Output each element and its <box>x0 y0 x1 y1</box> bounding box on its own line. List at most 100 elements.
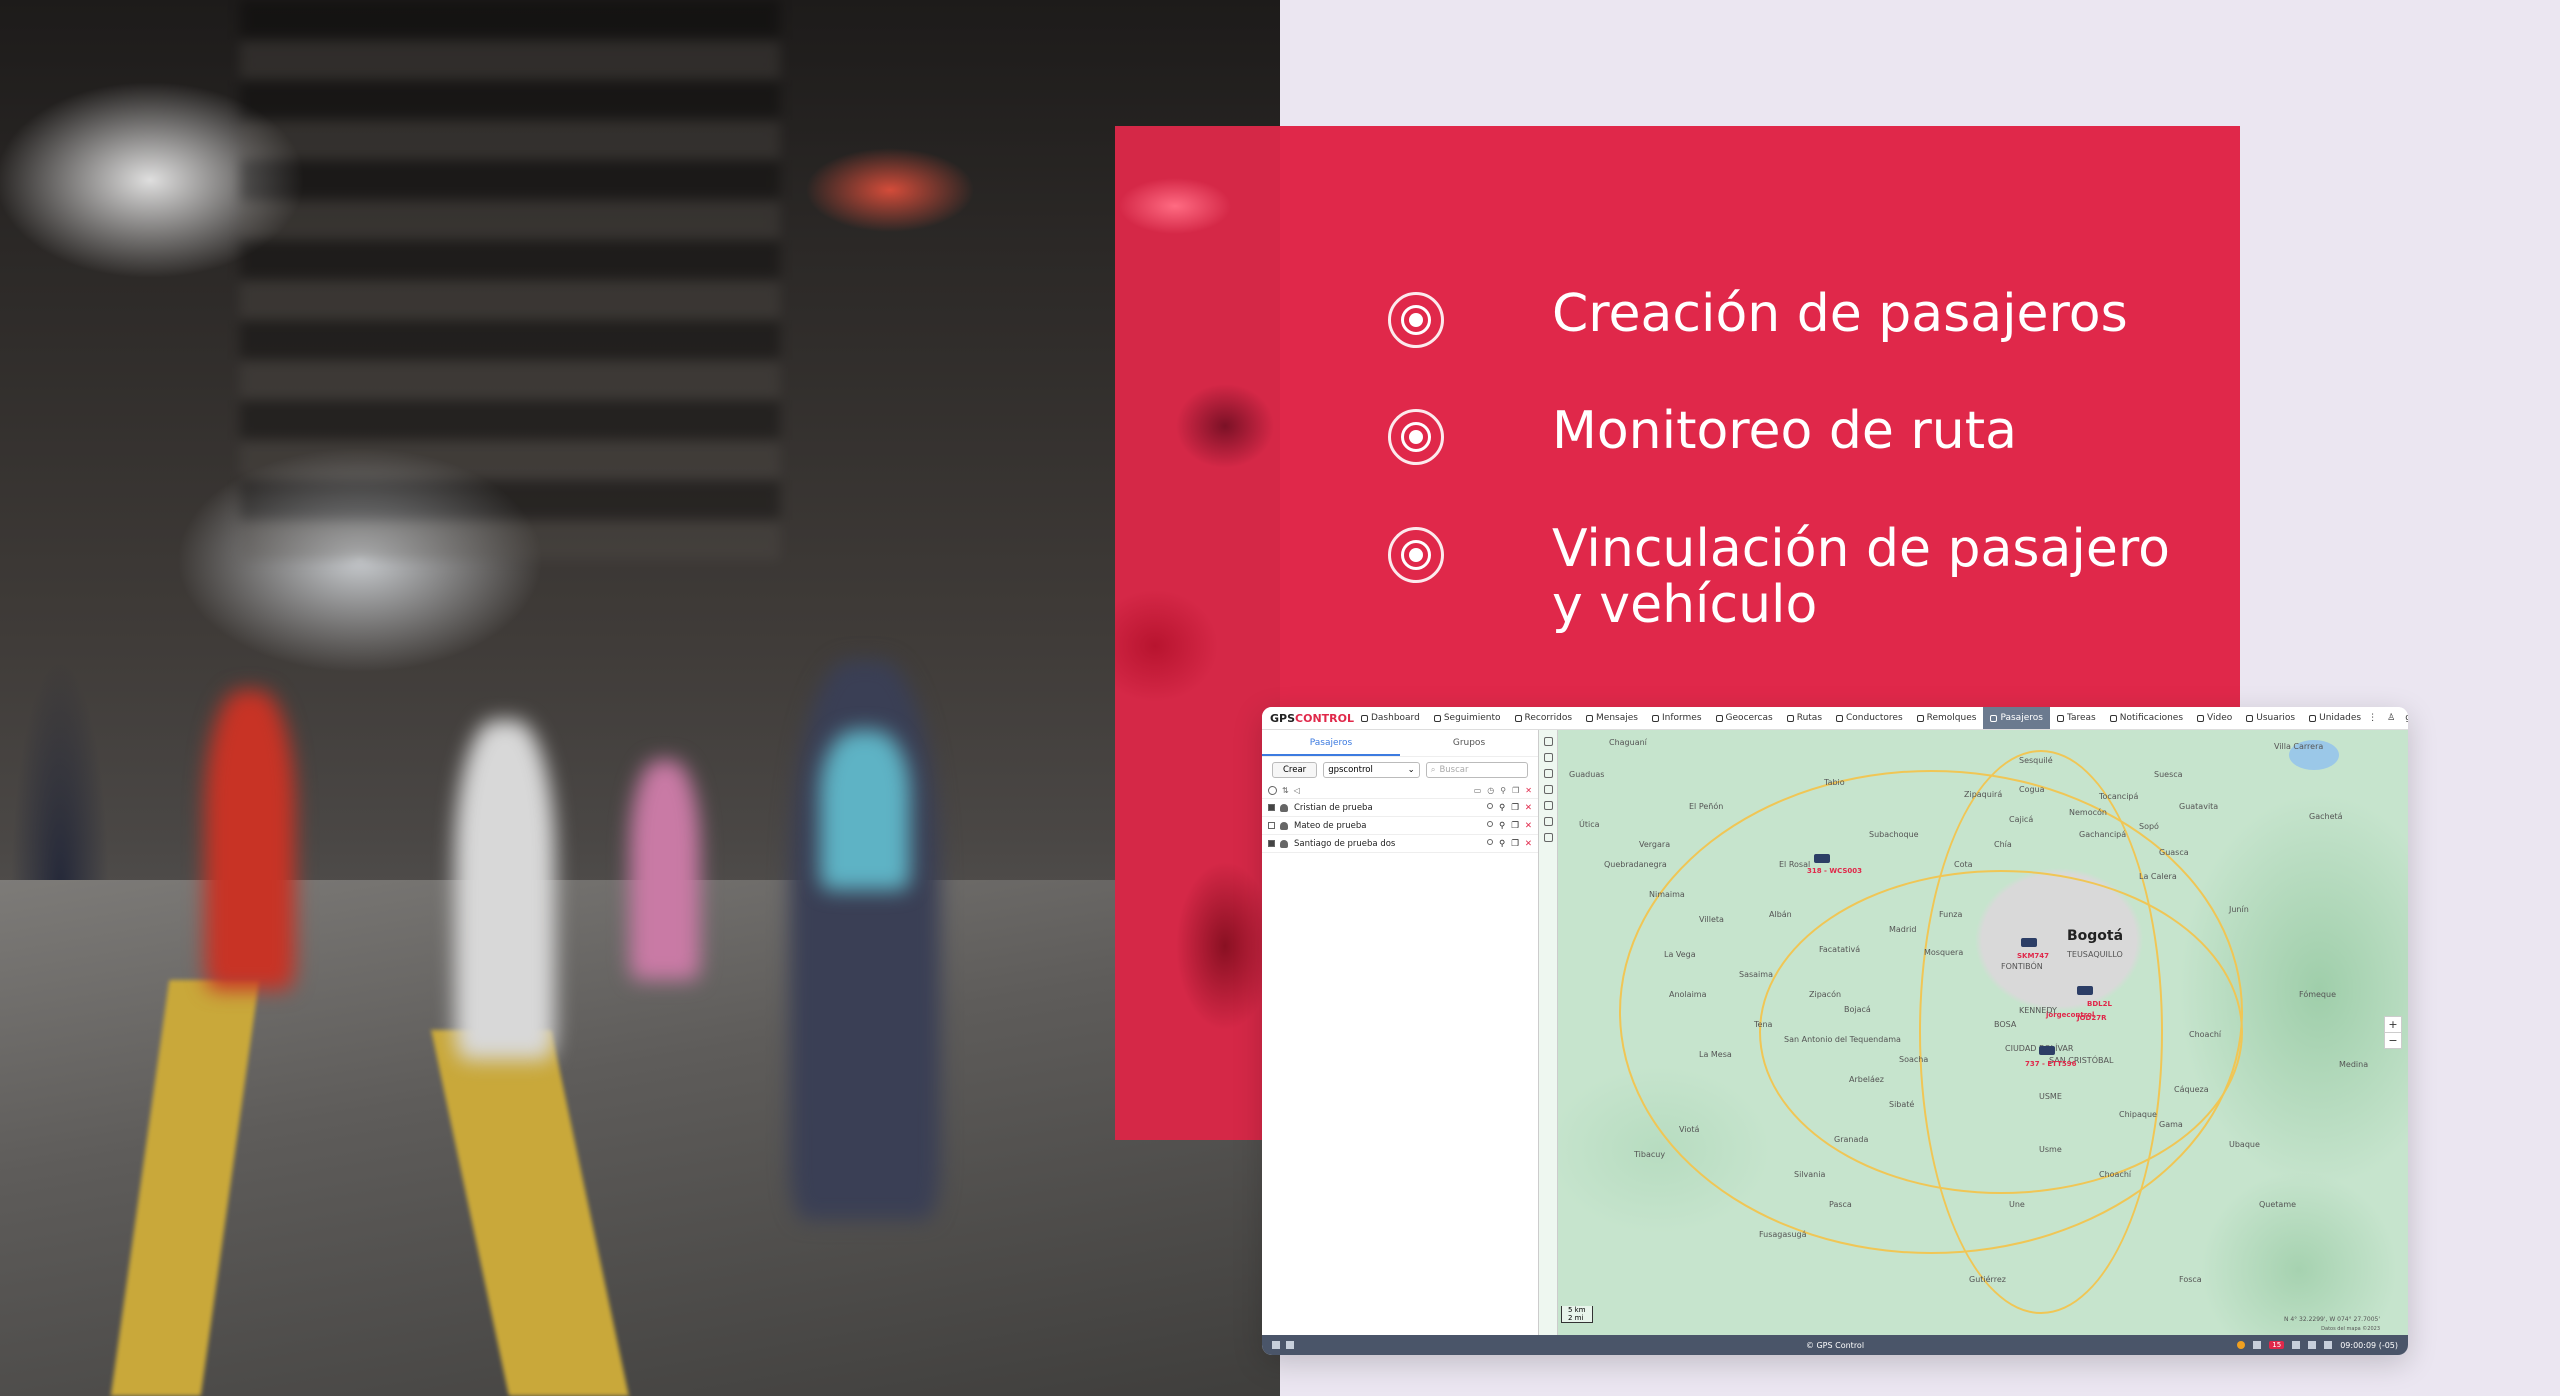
footer-copyright: © GPS Control <box>1805 1340 1865 1350</box>
nav-pasajeros[interactable]: Pasajeros <box>1983 707 2050 729</box>
layers-icon[interactable] <box>1543 769 1553 778</box>
road <box>1619 770 2243 1254</box>
wrench-icon[interactable]: ⚲ <box>1500 786 1507 795</box>
clock-icon[interactable] <box>1487 838 1494 845</box>
nav-label: Recorridos <box>1524 713 1573 723</box>
nav-informes[interactable]: Informes <box>1645 707 1709 729</box>
photo-person-pink <box>630 760 700 980</box>
truck-icon[interactable] <box>2077 986 2093 995</box>
wrench-icon[interactable]: ⚲ <box>1499 820 1506 831</box>
features-panel: Creación de pasajeros Monitoreo de ruta … <box>1280 126 2240 711</box>
search-icon[interactable] <box>1543 737 1553 746</box>
nav-label: Seguimiento <box>1443 713 1501 723</box>
delete-icon[interactable]: ✕ <box>1524 820 1532 831</box>
copy-icon[interactable]: ❐ <box>1511 820 1519 831</box>
zoom-out-button[interactable]: − <box>2385 1032 2401 1048</box>
vehicle-label[interactable]: 318 - WCS003 <box>1807 867 1863 875</box>
sound-icon[interactable] <box>2308 1341 2317 1349</box>
radio-target-icon <box>1388 409 1444 465</box>
sort-icon[interactable]: ⇅ <box>1282 786 1289 795</box>
nav-unidades[interactable]: Unidades <box>2302 707 2368 729</box>
nav-video[interactable]: Video <box>2190 707 2239 729</box>
account-select[interactable]: gpscontrol⌄ <box>1323 762 1420 778</box>
nav-tareas[interactable]: Tareas <box>2050 707 2103 729</box>
locate-icon[interactable] <box>1543 753 1553 762</box>
map-label: Cáqueza <box>2174 1085 2209 1094</box>
print-icon[interactable] <box>1543 801 1553 810</box>
status-dot-icon[interactable] <box>2237 1341 2246 1349</box>
map-label: Cogua <box>2019 785 2045 794</box>
grid-icon[interactable] <box>1543 817 1553 826</box>
map-view[interactable]: Bogotá Chaguaní Tabio Tocancipá Sesquilé… <box>1539 730 2408 1335</box>
delete-icon[interactable]: ✕ <box>1524 838 1532 849</box>
delete-icon[interactable]: ✕ <box>1525 786 1532 795</box>
send-icon[interactable]: ◁ <box>1293 786 1300 795</box>
mail-icon[interactable] <box>2253 1341 2262 1349</box>
nav-dashboard[interactable]: Dashboard <box>1354 707 1427 729</box>
row-actions: ⚲ ❐ ✕ <box>1487 820 1532 831</box>
panel-toggle-icon[interactable] <box>1272 1341 1280 1349</box>
copy-icon[interactable]: ❐ <box>1511 838 1519 849</box>
clock-icon[interactable] <box>1487 802 1494 809</box>
vehicle-label[interactable]: BDL2L <box>2087 1000 2112 1008</box>
copy-icon[interactable]: ❐ <box>1511 802 1519 813</box>
zoom-in-button[interactable]: + <box>2388 1018 2398 1031</box>
delete-icon[interactable]: ✕ <box>1524 802 1532 813</box>
vehicle-icon[interactable]: ▭ <box>1473 786 1482 795</box>
list-item[interactable]: Cristian de prueba ⚲ ❐ ✕ <box>1262 799 1538 817</box>
clock-icon[interactable]: ◷ <box>1487 786 1495 795</box>
passenger-name: Cristian de prueba <box>1294 802 1373 813</box>
nav-geocercas[interactable]: Geocercas <box>1709 707 1780 729</box>
nav-recorridos[interactable]: Recorridos <box>1508 707 1580 729</box>
nav-conductores[interactable]: Conductores <box>1829 707 1910 729</box>
row-checkbox[interactable] <box>1268 804 1275 811</box>
app-logo[interactable]: GPSCONTROL <box>1262 712 1354 725</box>
row-checkbox[interactable] <box>1268 840 1275 847</box>
vehicle-label[interactable]: 737 - ETT596 <box>2025 1060 2077 1068</box>
tab-grupos[interactable]: Grupos <box>1452 738 1486 748</box>
map-label: Guaduas <box>1569 770 1605 779</box>
nav-remolques[interactable]: Remolques <box>1910 707 1984 729</box>
list-item[interactable]: Santiago de prueba dos ⚲❐✕ <box>1262 835 1538 853</box>
vehicle-label[interactable]: JOD27R <box>2077 1014 2107 1022</box>
vehicle-label[interactable]: jorgecontrol <box>2046 1011 2095 1019</box>
search-input[interactable]: ⌕Buscar <box>1425 762 1528 778</box>
clock-icon[interactable] <box>1487 820 1494 827</box>
passenger-name: Mateo de prueba <box>1294 820 1367 831</box>
tab-pasajeros[interactable]: Pasajeros <box>1262 730 1400 756</box>
flag-icon <box>1514 714 1522 722</box>
more-menu-icon[interactable]: ⋮ <box>2368 713 2378 723</box>
create-button[interactable]: Crear <box>1272 762 1318 778</box>
select-all-checkbox[interactable] <box>1268 786 1277 795</box>
map-label: Nemocón <box>2069 808 2107 817</box>
footer-right: 15 09:00:09 (-05) <box>2237 1341 2398 1350</box>
expand-icon[interactable] <box>1543 833 1553 842</box>
nav-mensajes[interactable]: Mensajes <box>1579 707 1645 729</box>
map-label: Ubaque <box>2229 1140 2260 1149</box>
sidebar-controls: Crear gpscontrol⌄ ⌕Buscar <box>1262 757 1538 783</box>
map-label: La Calera <box>2139 872 2177 881</box>
layout-icon[interactable] <box>1286 1341 1294 1349</box>
truck-icon[interactable] <box>2039 1046 2055 1055</box>
scale-mi: 2 mi <box>1568 1314 1584 1322</box>
nav-notificaciones[interactable]: Notificaciones <box>2103 707 2190 729</box>
wrench-icon[interactable]: ⚲ <box>1499 838 1506 849</box>
nav-rutas[interactable]: Rutas <box>1780 707 1829 729</box>
alerts-badge[interactable]: 15 <box>2269 1341 2285 1349</box>
copy-icon[interactable]: ❐ <box>1512 786 1520 795</box>
truck-icon[interactable] <box>1814 854 1830 863</box>
truck-icon[interactable] <box>2021 938 2037 947</box>
wrench-icon[interactable]: ⚲ <box>1499 802 1506 813</box>
nav-seguimiento[interactable]: Seguimiento <box>1427 707 1508 729</box>
ruler-icon[interactable] <box>1543 785 1553 794</box>
nav-usuarios[interactable]: Usuarios <box>2239 707 2302 729</box>
vehicle-label[interactable]: SKM747 <box>2017 952 2050 960</box>
map-label: Fosca <box>2179 1275 2202 1284</box>
row-checkbox[interactable] <box>1268 822 1275 829</box>
list-item[interactable]: Mateo de prueba ⚲ ❐ ✕ <box>1262 817 1538 835</box>
passenger-icon <box>1280 803 1288 812</box>
username[interactable]: gpscontrol <box>2405 713 2408 723</box>
screen-icon[interactable] <box>2324 1341 2333 1349</box>
account-icon[interactable]: ♙ <box>2387 713 2396 723</box>
monitor-icon[interactable] <box>2292 1341 2301 1349</box>
